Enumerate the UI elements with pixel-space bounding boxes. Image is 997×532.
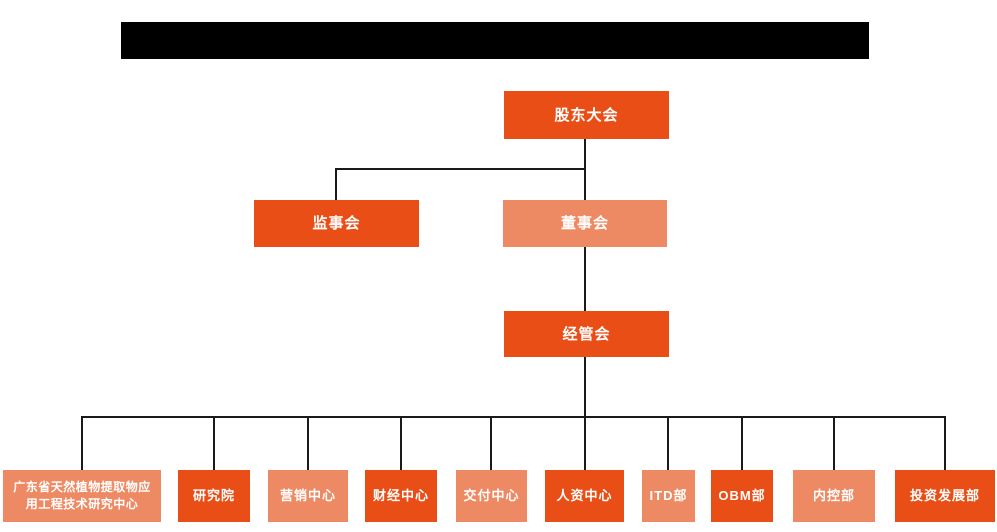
connector-drop-finance-center bbox=[400, 416, 402, 470]
org-node-obm-dept: OBM部 bbox=[711, 470, 773, 522]
connector-drop-marketing-center bbox=[307, 416, 309, 470]
connector-drop-itd-dept bbox=[667, 416, 669, 470]
org-node-internal-control-dept: 内控部 bbox=[793, 470, 875, 522]
connector-branch-horizontal bbox=[335, 168, 586, 170]
org-node-hr-center: 人资中心 bbox=[545, 470, 624, 522]
connector-department-rail bbox=[81, 416, 946, 418]
connector-drop-delivery-center bbox=[490, 416, 492, 470]
org-node-marketing-center: 营销中心 bbox=[268, 470, 348, 522]
org-node-research-institute: 研究院 bbox=[178, 470, 250, 522]
connector-drop-investment-development-dept bbox=[944, 416, 946, 470]
org-node-shareholders-meeting: 股东大会 bbox=[504, 91, 669, 139]
org-node-finance-center: 财经中心 bbox=[365, 470, 437, 522]
org-node-delivery-center: 交付中心 bbox=[456, 470, 527, 522]
connector-shareholders-down bbox=[584, 139, 586, 201]
connector-supervisory-drop bbox=[335, 168, 337, 200]
connector-drop-hr-center bbox=[584, 416, 586, 470]
org-node-investment-development-dept: 投资发展部 bbox=[895, 470, 995, 522]
connector-drop-research-institute bbox=[213, 416, 215, 470]
connector-drop-research-center bbox=[81, 416, 83, 470]
org-node-management-committee: 经管会 bbox=[504, 311, 669, 357]
org-node-board-of-directors: 董事会 bbox=[503, 200, 667, 247]
redacted-title-bar bbox=[121, 22, 869, 59]
connector-management-down bbox=[584, 357, 586, 417]
org-node-guangdong-plant-extract-research-center: 广东省天然植物提取物应用工程技术研究中心 bbox=[3, 470, 161, 522]
org-node-itd-dept: ITD部 bbox=[642, 470, 695, 522]
connector-board-to-management bbox=[584, 247, 586, 311]
connector-drop-internal-control-dept bbox=[833, 416, 835, 470]
org-node-supervisory-board: 监事会 bbox=[254, 200, 419, 247]
connector-drop-obm-dept bbox=[741, 416, 743, 470]
